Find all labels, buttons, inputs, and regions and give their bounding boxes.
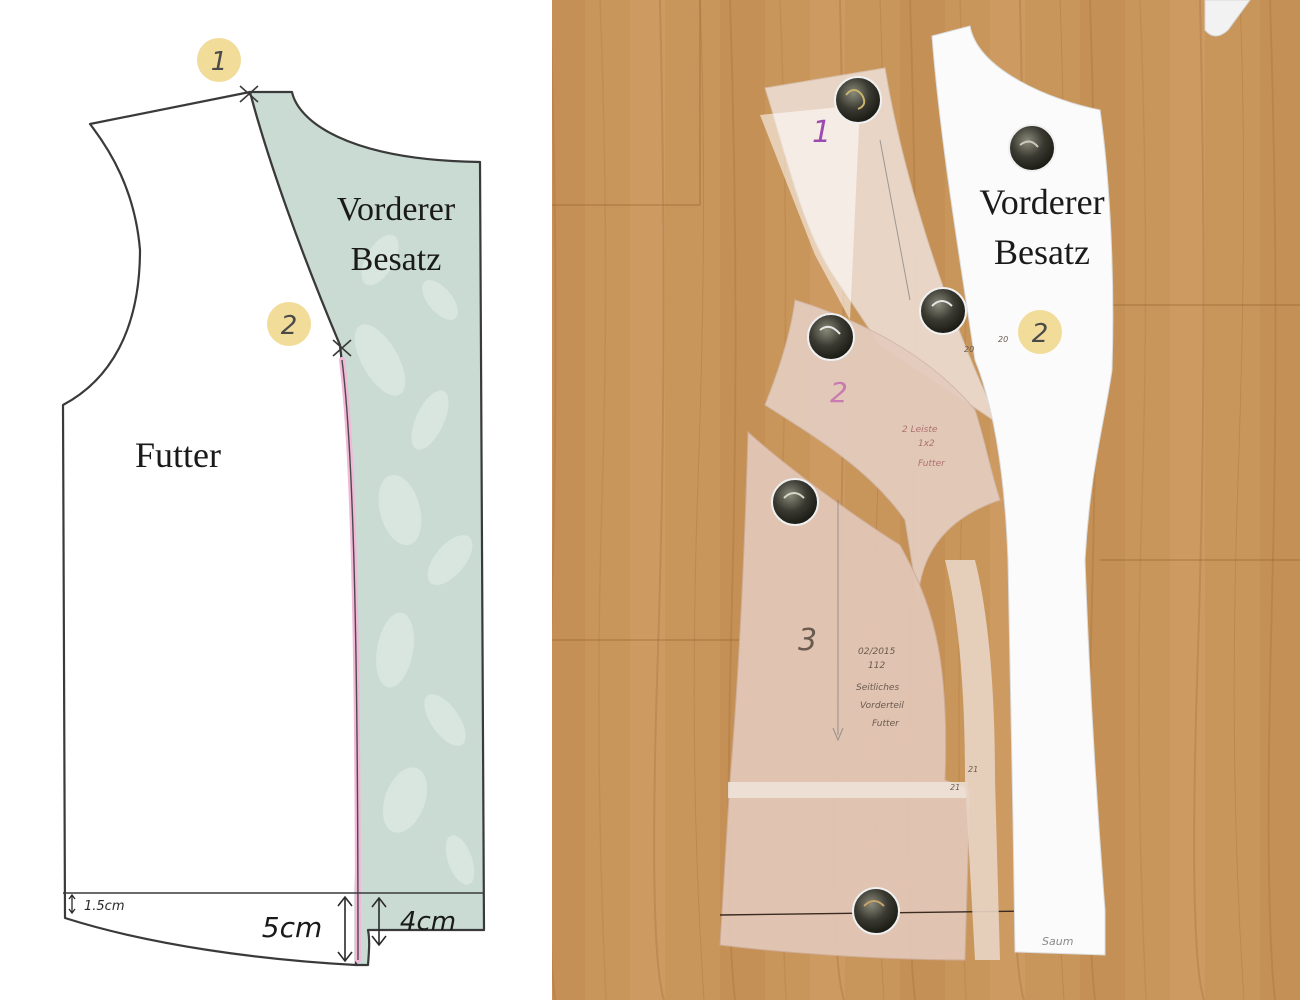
mark-21-b: 21: [950, 783, 960, 792]
piece-number-1: 1: [812, 115, 831, 150]
mark-20-b: 20: [998, 335, 1008, 344]
arrow-updown-icon: [337, 895, 353, 963]
pattern-piece-besatz: [931, 25, 1114, 956]
note-p2-1: 1x2: [918, 439, 935, 449]
cross-mark-icon: [332, 339, 352, 357]
mark-20-a: 20: [964, 345, 974, 354]
note-p2-0: 2 Leiste: [902, 425, 938, 435]
photo-marker-2-label: 2: [1032, 319, 1049, 349]
mark-21-a: 21: [968, 765, 978, 774]
arrow-updown-icon: [371, 896, 387, 947]
pin-weight-icon: [919, 287, 967, 335]
marker-1: 1: [197, 38, 241, 82]
pin-weight-icon: [834, 76, 882, 124]
pin-weight-icon: [771, 478, 819, 526]
chair-leg: [1204, 0, 1251, 37]
label-vorderer: Vorderer: [337, 191, 456, 228]
marker-2-label: 2: [281, 311, 298, 341]
note-saum: Saum: [1042, 935, 1073, 948]
note-p3-3: Vorderteil: [860, 701, 904, 711]
pattern-piece-2: [764, 299, 1001, 601]
note-p3-2: Seitliches: [856, 683, 899, 693]
piece-number-3: 3: [798, 623, 817, 658]
piece-number-2: 2: [830, 376, 848, 409]
pattern-photo: 1 2 3 2 Leiste 1x2 Futter 02/2015 112 Se…: [552, 0, 1300, 1000]
label-futter: Futter: [135, 435, 221, 475]
measure-5cm: 5cm: [262, 911, 322, 944]
panel-divider: [540, 0, 552, 1000]
cross-mark-icon: [239, 85, 259, 103]
note-p2-2: Futter: [918, 459, 946, 469]
photo-label-vorderer: Vorderer: [979, 182, 1104, 222]
photo-label-besatz: Besatz: [994, 232, 1090, 272]
note-p3-4: Futter: [872, 719, 900, 729]
pin-weight-icon: [852, 887, 900, 935]
measure-4cm: 4cm: [400, 907, 456, 937]
marker-1-label: 1: [211, 47, 228, 77]
label-besatz: Besatz: [351, 241, 442, 278]
pattern-diagram: 1 2 Futter Vorderer Besatz 1.5cm 5cm: [61, 38, 486, 967]
pin-weight-icon: [1008, 124, 1056, 172]
facing-leaf-texture: [354, 234, 475, 885]
pattern-piece-3: [719, 430, 971, 961]
note-p3-0: 02/2015: [858, 647, 896, 657]
measure-1-5cm: 1.5cm: [84, 899, 125, 914]
pin-weight-icon: [807, 313, 855, 361]
arrow-updown-icon: [68, 893, 76, 915]
marker-2: 2: [267, 302, 311, 346]
photo-marker-2: 2: [1018, 310, 1062, 354]
note-p3-1: 112: [868, 661, 885, 671]
